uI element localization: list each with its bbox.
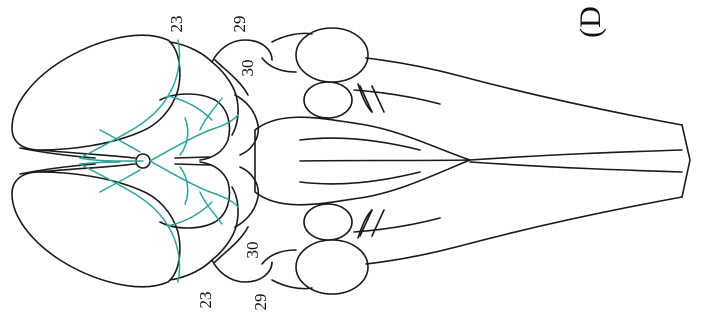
label-bottom-30: 30 bbox=[243, 242, 262, 259]
panel-label: (D bbox=[574, 6, 607, 38]
hindbrain-outline bbox=[254, 57, 691, 265]
midbrain-outline bbox=[135, 39, 273, 283]
telencephalon-outline bbox=[11, 34, 181, 288]
vessels bbox=[79, 39, 239, 283]
label-top-30: 30 bbox=[238, 60, 257, 77]
label-bottom-23: 23 bbox=[196, 292, 215, 309]
cerebellar-lobes bbox=[261, 27, 369, 295]
label-top-29: 29 bbox=[230, 16, 249, 33]
label-bottom-29: 29 bbox=[251, 294, 270, 311]
label-top-23: 23 bbox=[167, 16, 186, 33]
